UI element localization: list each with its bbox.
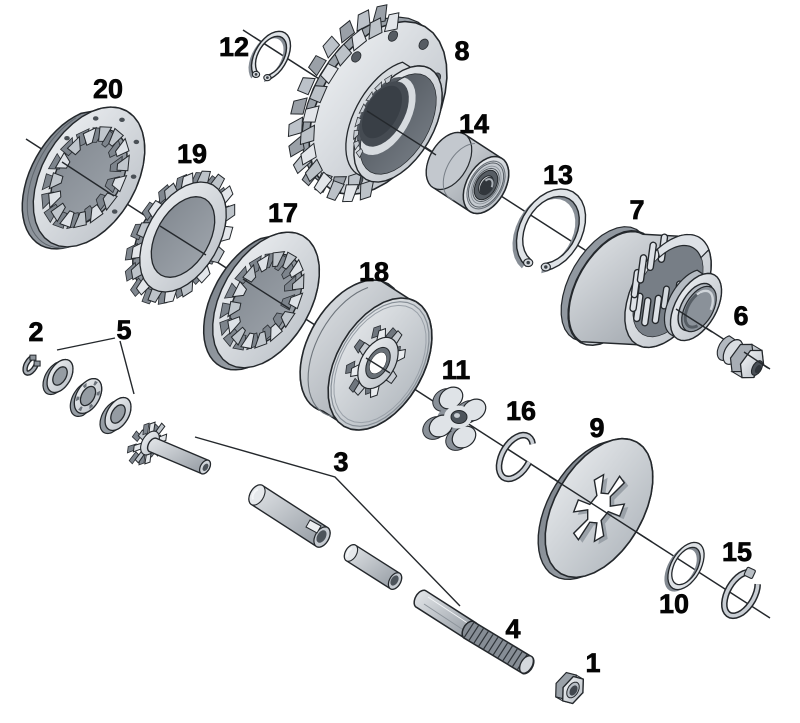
part-15-label: 15 — [722, 537, 752, 567]
part-20-splined-ring — [21, 106, 146, 250]
part-7-clutch-hub — [560, 226, 723, 349]
stud-plate-with-shaft — [126, 421, 212, 475]
part-7-label: 7 — [629, 195, 644, 225]
part-17-label: 17 — [268, 198, 298, 228]
part-18-label: 18 — [359, 257, 389, 287]
part-12-snap-ring — [248, 30, 292, 83]
part-number-labels: 1 2 3 4 5 6 7 8 9 10 11 12 13 14 15 16 1… — [28, 32, 752, 679]
part-14-bearing — [425, 131, 510, 215]
part-11-label: 11 — [442, 355, 471, 385]
part-14-label: 14 — [459, 109, 489, 139]
part-6-shoulder-nut — [716, 335, 765, 379]
part-2-label: 2 — [28, 317, 43, 347]
part-4-label: 4 — [505, 614, 520, 644]
part-3-pins — [248, 484, 403, 591]
part-5-washer-set — [42, 358, 132, 435]
part-10-label: 10 — [659, 589, 689, 619]
part-1-label: 1 — [585, 648, 600, 678]
part-12-label: 12 — [219, 32, 249, 62]
part-13-snap-ring — [512, 188, 587, 274]
part-6-label: 6 — [733, 301, 748, 331]
part-19-label: 19 — [177, 139, 207, 169]
part-10-retaining-ring — [664, 541, 705, 592]
part-8-sprocket-hub — [287, 4, 448, 203]
part-5-label: 5 — [116, 315, 131, 345]
axis-line-patches — [61, 110, 769, 543]
part-18-clutch-drum — [299, 279, 433, 431]
part-8-label: 8 — [454, 36, 469, 66]
part-20-label: 20 — [93, 74, 123, 104]
part-4-threaded-stud — [413, 589, 535, 675]
part-16-label: 16 — [506, 396, 536, 426]
part-9-release-disc — [537, 437, 654, 581]
part-1-hex-nut — [555, 671, 585, 705]
part-3-label: 3 — [333, 447, 348, 477]
part-2-clip — [22, 354, 41, 376]
leader-lines — [56, 337, 461, 607]
part-13-label: 13 — [543, 160, 573, 190]
part-9-label: 9 — [589, 413, 604, 443]
part-15-spring-clip — [720, 566, 761, 620]
part-16-spring-clip — [495, 431, 536, 483]
part-11-cam-plate — [422, 386, 487, 451]
